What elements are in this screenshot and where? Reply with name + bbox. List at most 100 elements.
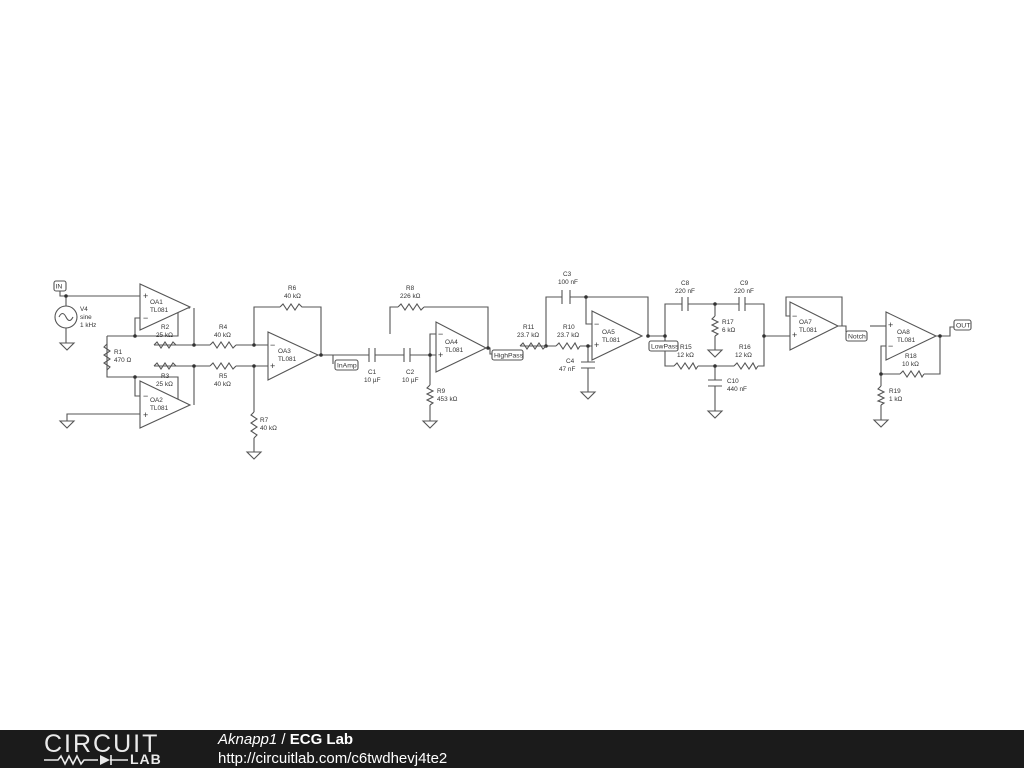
ground-symbol [421,420,439,429]
resistor-r11 [519,342,547,350]
r16-value: 12 kΩ [735,352,752,359]
r6-value: 40 kΩ [284,293,301,300]
c3-value: 100 nF [558,279,578,286]
r5-name: R5 [219,373,228,380]
capacitors [368,290,746,387]
svg-text:+: + [143,410,148,420]
r16-name: R16 [739,344,751,351]
resistor-r1 [103,343,111,371]
net-label-in: IN [56,284,63,291]
net-label-out: OUT [956,323,970,330]
svg-text:+: + [438,350,443,360]
r17-value: 6 kΩ [722,327,736,334]
r3-value: 25 kΩ [156,381,173,388]
r10-name: R10 [563,324,575,331]
r11-value: 23.7 kΩ [517,332,539,339]
opamp-oa4: −+ [435,321,488,373]
oa8-part: TL081 [897,337,916,344]
r2-name: R2 [161,324,170,331]
oa5-part: TL081 [602,337,621,344]
ground-symbols [58,342,890,460]
r1-value: 470 Ω [114,357,131,364]
r9-value: 453 kΩ [437,396,458,403]
resistor-r4 [209,341,237,349]
footer-bar: CIRCUIT LAB Aknapp1 / ECG Lab http://cir… [0,730,1024,768]
net-label-highpass: HighPass [494,353,524,360]
ecg-schematic: +− −+ −+ −+ −+ −+ +− IN InAmp HighPass L… [53,271,972,460]
opamp-oa7: −+ [789,301,840,351]
svg-text:+: + [888,320,893,330]
r18-value: 10 kΩ [902,361,919,368]
opamp-oa3: −+ [267,331,320,381]
oa3-name: OA3 [278,348,291,355]
capacitor-c8 [681,297,689,311]
r15-name: R15 [680,344,692,351]
svg-text:−: − [270,340,275,350]
resistor-r6 [279,303,304,311]
r3-name: R3 [161,373,170,380]
c1-name: C1 [368,369,377,376]
r18-name: R18 [905,353,917,360]
circuit-url[interactable]: http://circuitlab.com/c6twdhevj4te2 [218,750,448,767]
resistor-r15 [673,361,699,371]
capacitor-c3 [561,290,571,304]
circuit-title-line: Aknapp1 / ECG Lab [218,731,353,748]
capacitor-c2 [403,348,411,362]
r7-value: 40 kΩ [260,425,277,432]
r1-name: R1 [114,349,123,356]
r7-name: R7 [260,417,269,424]
c2-name: C2 [406,369,415,376]
oa1-name: OA1 [150,299,163,306]
resistor-diode-logo-icon [44,754,128,766]
ground-symbol [579,391,597,400]
r2-value: 25 kΩ [156,332,173,339]
opamp-oa8: +− [885,311,938,361]
oa5-name: OA5 [602,329,615,336]
c10-value: 440 nF [727,386,747,393]
r8-name: R8 [406,285,415,292]
oa4-part: TL081 [445,347,464,354]
resistor-r17 [710,315,720,337]
r10-value: 23.7 kΩ [557,332,579,339]
resistor-r9 [425,384,435,406]
c2-value: 10 µF [402,377,419,384]
r19-value: 1 kΩ [889,396,903,403]
svg-text:−: − [438,329,443,339]
opamp-oa5: −+ [591,310,644,361]
resistor-r8 [397,303,425,311]
v4-name: V4 [80,306,88,313]
capacitor-c1 [368,348,376,362]
resistor-r10 [555,341,581,351]
c1-value: 10 µF [364,377,381,384]
logo-wordmark-top: CIRCUIT [44,730,160,758]
net-label-notch: Notch [848,334,866,341]
resistor-r18 [899,369,925,379]
circuit-title[interactable]: ECG Lab [289,731,354,748]
c4-name: C4 [566,358,575,365]
oa4-name: OA4 [445,339,458,346]
ground-symbol [706,410,724,419]
ground-symbol [245,451,263,460]
opamp-oa2: −+ [139,380,192,429]
c8-name: C8 [681,280,690,287]
c3-name: C3 [563,271,572,278]
v4-freq: 1 kHz [80,322,96,329]
resistor-r5 [209,362,237,370]
opamps: +− −+ −+ −+ −+ −+ +− [139,283,938,429]
circuitlab-logo[interactable]: CIRCUIT LAB [0,730,215,768]
net-label-inamp: InAmp [337,363,357,370]
capacitor-c10 [708,379,722,387]
r19-name: R19 [889,388,901,395]
c8-value: 220 nF [675,288,695,295]
sine-voltage-source-v4 [54,305,78,329]
capacitor-c9 [738,297,746,311]
author-link[interactable]: Aknapp1 [218,731,278,748]
oa8-name: OA8 [897,329,910,336]
svg-text:+: + [792,330,797,340]
logo-wordmark-bottom: LAB [130,751,162,767]
resistor-r19 [876,385,886,406]
resistor-r16 [733,361,759,371]
r5-value: 40 kΩ [214,381,231,388]
c10-name: C10 [727,378,739,385]
title-separator: / [277,731,290,748]
